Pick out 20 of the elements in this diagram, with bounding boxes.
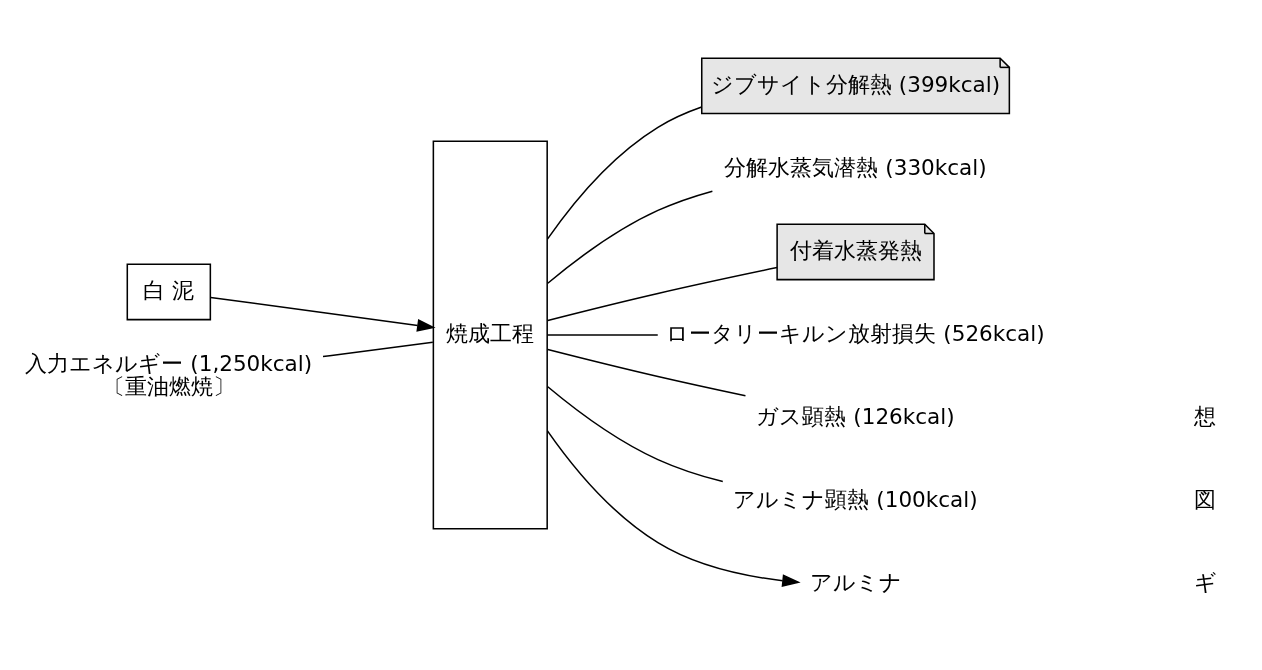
connector [322, 341, 434, 358]
connector [546, 334, 659, 336]
connector [547, 266, 778, 322]
arrow [209, 296, 436, 332]
node-text: ガス顕熱 (126kcal) [756, 403, 955, 429]
label: 図 [1194, 486, 1217, 512]
node-text: ロータリーキルン放射損失 (526kcal) [666, 320, 1045, 346]
label: 想 [1194, 403, 1217, 429]
node-text: 入力エネルギー (1,250kcal) 〔重油燃焼〕 [25, 350, 313, 399]
connector [546, 106, 703, 240]
node-text: 分解水蒸気潜熱 (330kcal) [724, 154, 987, 180]
node-box: 白 泥 [126, 263, 212, 321]
node-box: 焼成工程 [432, 140, 548, 530]
node-text: アルミナ顕熱 (100kcal) [733, 486, 978, 512]
connector [547, 385, 724, 483]
node-text: アルミナ [809, 569, 902, 595]
label: ギ [1193, 569, 1217, 595]
connector [547, 190, 714, 285]
connector [547, 348, 747, 397]
arrow [546, 430, 801, 588]
